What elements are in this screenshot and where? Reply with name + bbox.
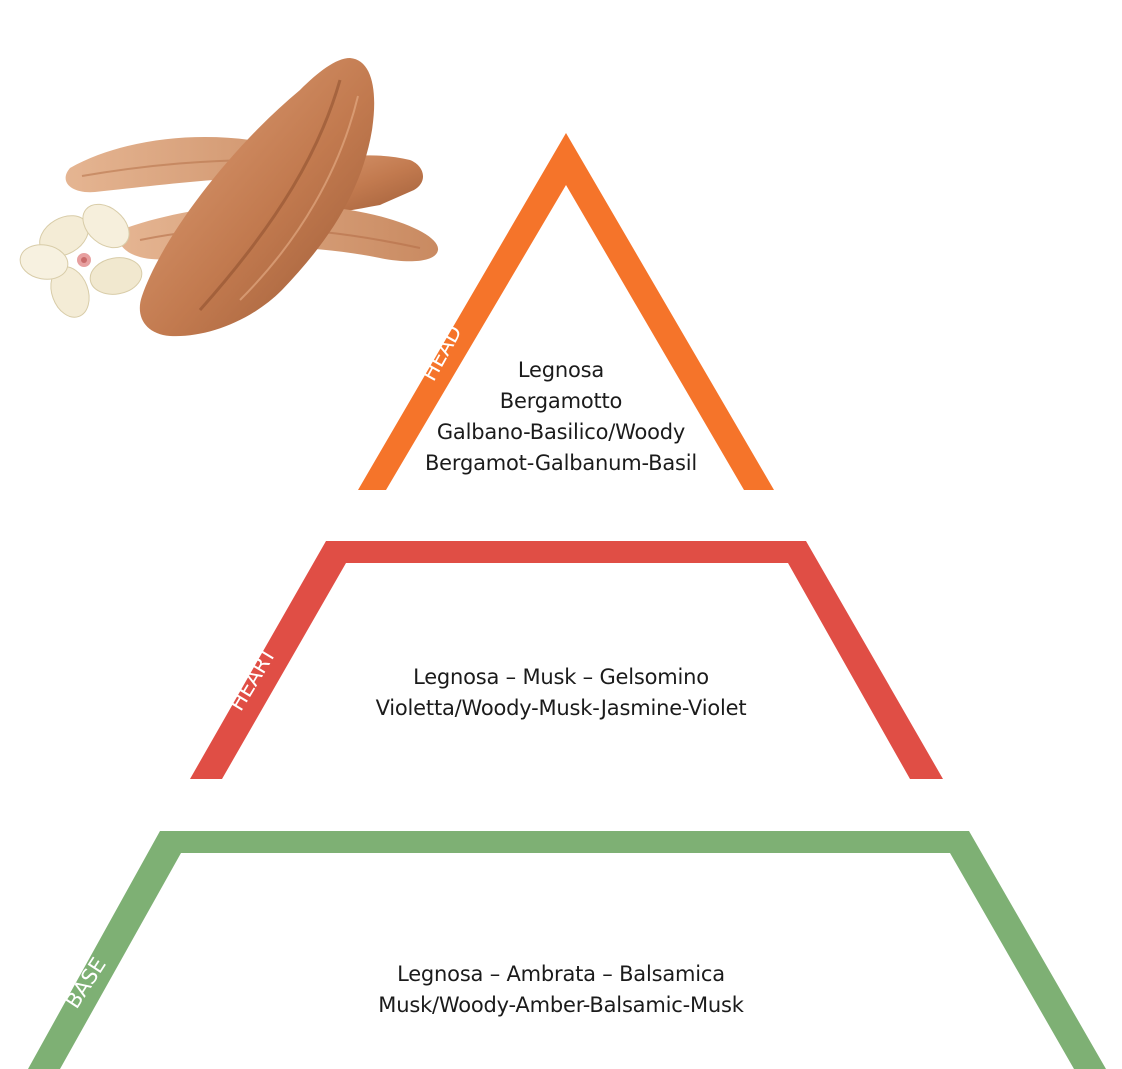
heart-note-line: Legnosa – Musk – Gelsomino: [413, 665, 709, 689]
head-note-line: Galbano-Basilico/Woody: [436, 420, 686, 444]
base-notes: Legnosa – Ambrata – Balsamica Musk/Woody…: [0, 959, 1122, 1021]
head-note-line: Bergamotto: [499, 389, 623, 413]
head-note-line: Bergamot-Galbanum-Basil: [424, 451, 698, 475]
head-notes: Legnosa Bergamotto Galbano-Basilico/Wood…: [0, 355, 1122, 479]
head-layer-frame: [358, 133, 774, 490]
head-note-line: Legnosa: [517, 358, 605, 382]
heart-layer-frame: [190, 541, 943, 779]
base-note-line: Musk/Woody-Amber-Balsamic-Musk: [378, 993, 744, 1017]
base-note-line: Legnosa – Ambrata – Balsamica: [397, 962, 725, 986]
heart-notes: Legnosa – Musk – Gelsomino Violetta/Wood…: [0, 662, 1122, 724]
sandalwood-jasmine-icon: [19, 58, 439, 337]
jasmine-flower-icon: [19, 203, 143, 318]
base-layer-frame: [28, 831, 1106, 1069]
heart-note-line: Violetta/Woody-Musk-Jasmine-Violet: [375, 696, 747, 720]
